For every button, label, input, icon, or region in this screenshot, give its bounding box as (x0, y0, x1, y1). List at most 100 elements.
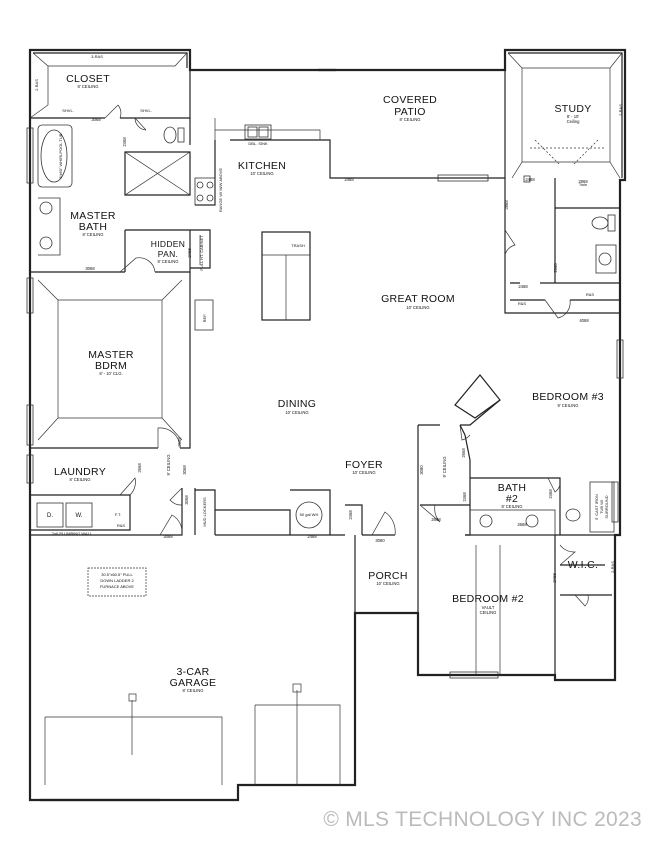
exterior-walls (28, 48, 627, 802)
door-label: 2868 (504, 200, 509, 210)
room-bedroom2-ceiling-1: VAULT (482, 605, 495, 610)
interior-walls (29, 52, 623, 785)
door-label: 2668 (431, 517, 441, 522)
room-foyer-ceiling: 10' CEILING (352, 470, 375, 475)
room-study-ceiling-2: Ceiling (567, 119, 580, 124)
room-master-bdrm-name-2: BDRM (95, 360, 127, 372)
room-wic-name: W.I.C. (568, 559, 598, 571)
label-pantry-cabinet: FULL HT. CABINET (199, 235, 204, 271)
room-closet-ceiling: 8' CEILING (77, 84, 98, 89)
label-garage-note-1: 30.5"x60.5" PULL (101, 572, 133, 577)
room-closet-name: CLOSET (66, 73, 110, 85)
label-study-twin: Twin (579, 182, 587, 187)
label-laundry-ras: R&S (117, 523, 126, 528)
label-range: RANGE W/ M/W ABOVE (218, 168, 223, 213)
door-label: 2468 (344, 177, 354, 182)
room-study-ceiling-1: 8' - 10' (567, 114, 580, 119)
door-labels: 3068 2468 3068 2468 2668 2468 2868 2468 … (85, 117, 589, 583)
label-wic-shelves: 2-RAS (610, 561, 615, 573)
door-label: 2468 (525, 177, 535, 182)
windows (26, 68, 624, 802)
label-sink: DBL. SINK (248, 141, 268, 146)
label-shelf-rod-side: 2-RAS (34, 79, 39, 91)
room-master-bath-ceiling: 8' CEILING (82, 232, 103, 237)
label-mud-lockers: MUD LOCKERS (202, 497, 207, 527)
door-label: 2468 (518, 284, 528, 289)
room-bedroom3-name: BEDROOM #3 (532, 391, 604, 403)
room-garage-name-1: 3-CAR (176, 666, 209, 678)
room-patio-ceiling: 8' CEILING (399, 117, 420, 122)
label-shelf-rod-top: 3-RAS (91, 54, 103, 59)
room-great-room-name: GREAT ROOM (381, 293, 455, 305)
room-master-bdrm-ceiling: 8' - 10' CLG. (99, 371, 122, 376)
door-label: 9' CEILING (166, 454, 171, 475)
door-label: 2668 (517, 522, 527, 527)
watermark-text: © MLS TECHNOLOGY INC 2023 (323, 808, 642, 831)
room-foyer-name: FOYER (345, 459, 383, 471)
door-label: 2468 (307, 534, 317, 539)
door-label: 9' CEILING (442, 456, 447, 477)
room-bedroom2-ceiling-2: CEILING (480, 610, 497, 615)
label-trash: TRASH (291, 243, 305, 248)
door-label: 3068 (163, 534, 173, 539)
room-dining-ceiling: 10' CEILING (285, 410, 308, 415)
room-master-bath-name-2: BATH (79, 221, 107, 233)
room-bath2-name-2: #2 (506, 493, 518, 505)
room-master-bath-name-1: MASTER (70, 210, 116, 222)
door-label: 4068 (579, 318, 589, 323)
room-bath2-name-1: BATH (498, 482, 526, 494)
door-label: 2468 (187, 248, 192, 258)
room-bedroom2-name: BEDROOM #2 (452, 593, 524, 605)
room-patio-name-2: PATIO (394, 106, 425, 118)
door-label: 2468 (122, 137, 127, 147)
door-swings (104, 104, 589, 607)
room-study-name: STUDY (554, 103, 591, 115)
room-porch-ceiling: 10' CEILING (376, 581, 399, 586)
door-label: 3068 (85, 266, 95, 271)
room-porch-name: PORCH (368, 570, 407, 582)
room-labels: CLOSET 8' CEILING COVERED PATIO 8' CEILI… (54, 73, 604, 693)
door-label: 2668 (177, 437, 182, 447)
fixtures (36, 118, 617, 536)
door-label: 3068 (184, 495, 189, 505)
label-ras-a: R&S (518, 301, 527, 306)
door-label: 2668 (553, 263, 558, 273)
room-bedroom3-ceiling: 9' CEILING (557, 403, 578, 408)
room-kitchen-name: KITCHEN (238, 160, 286, 172)
room-hidden-pan-name-2: PAN. (158, 249, 178, 259)
door-label: 2468 (548, 489, 553, 499)
label-whirlpool-tub: 5'x60" WHIRLPOOL TUB (58, 133, 63, 178)
room-garage-name-2: GARAGE (170, 677, 217, 689)
door-label: 3080 (375, 538, 385, 543)
label-refrigerator: REF. (202, 314, 207, 323)
label-dryer: D. (47, 513, 53, 519)
label-shelf-left: SHVL. (62, 108, 74, 113)
label-water-heater: 50 gal WH (300, 512, 319, 517)
label-bath2-tub-1: 5' CAST IRON (594, 494, 599, 520)
label-garage-note-2: DOWN LADDER 2 (100, 578, 134, 583)
door-label: 2868 (578, 179, 588, 184)
room-master-bdrm-name-1: MASTER (88, 349, 134, 361)
room-laundry-ceiling: 8' CEILING (69, 477, 90, 482)
label-shelf-right: SHVL. (140, 108, 152, 113)
room-garage-ceiling: 8' CEILING (182, 688, 203, 693)
label-washer: W. (76, 513, 83, 519)
door-label: 2468 (462, 492, 467, 502)
room-kitchen-ceiling: 10' CEILING (250, 171, 273, 176)
fixture-labels: 3-RAS 2-RAS SHVL. SHVL. 5'x60" WHIRLPOOL… (34, 54, 623, 589)
room-hidden-pan-ceiling: 8' CEILING (157, 259, 178, 264)
room-bath2-ceiling: 8' CEILING (501, 504, 522, 509)
door-label: 2468 (348, 510, 353, 520)
door-label: 2668 (461, 448, 466, 458)
door-label: 3080 (419, 465, 424, 475)
room-dining-name: DINING (278, 398, 317, 410)
door-label: 2468 (552, 573, 557, 583)
label-study-shelves: 2-RAS (618, 104, 623, 116)
room-patio-name-1: COVERED (383, 94, 437, 106)
label-folding-table: F.T. (115, 512, 121, 517)
door-label: 3068 (91, 117, 101, 122)
room-great-room-ceiling: 10' CEILING (406, 305, 429, 310)
room-laundry-name: LAUNDRY (54, 466, 106, 478)
label-garage-note-3: FURNACE ABOVE (100, 584, 134, 589)
